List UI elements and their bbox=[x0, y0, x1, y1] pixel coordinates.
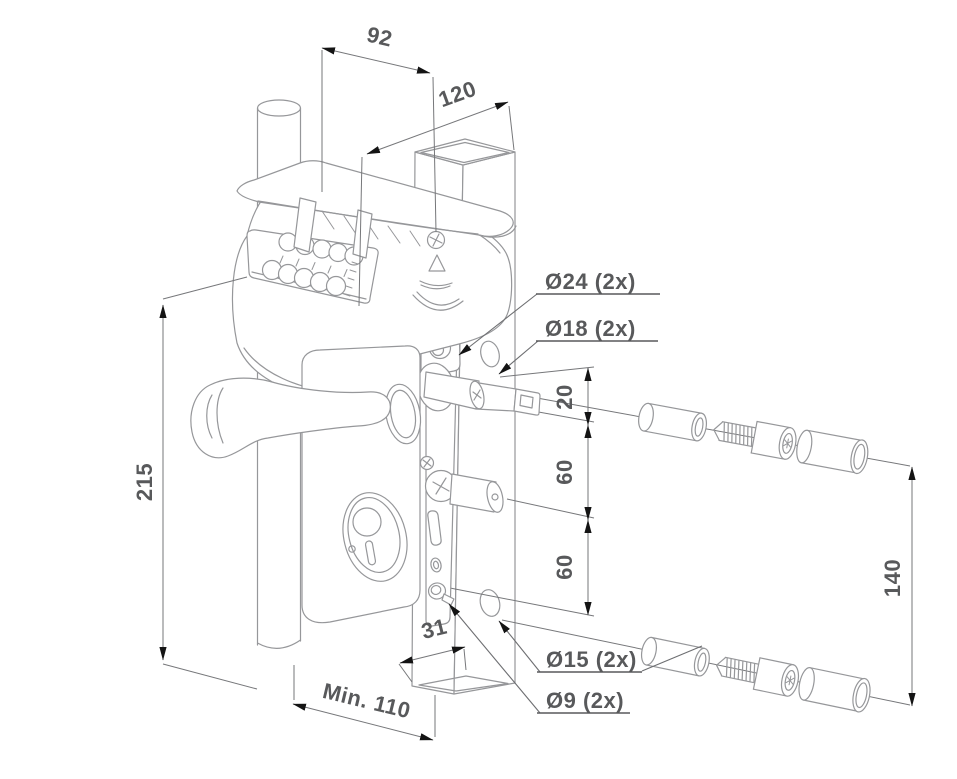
callout-d9: Ø9 (2x) bbox=[448, 603, 630, 714]
dim-31-label: 31 bbox=[419, 614, 450, 644]
callout-d15-label: Ø15 (2x) bbox=[546, 647, 637, 672]
triangle-marker bbox=[428, 254, 446, 272]
keypad-buttons bbox=[261, 232, 364, 297]
slot-arc bbox=[419, 280, 453, 290]
guard-arc bbox=[412, 291, 464, 311]
dimension-140: 140 bbox=[880, 466, 916, 707]
keypad-lid bbox=[236, 160, 517, 247]
dimension-215: 215 bbox=[132, 276, 258, 690]
dim-60b-label: 60 bbox=[552, 554, 577, 579]
plate-lower-details bbox=[427, 510, 455, 606]
dim-120-label: 120 bbox=[435, 76, 479, 113]
dimension-chain-20-60-60: 20 60 60 bbox=[552, 367, 592, 616]
keypad-panel bbox=[246, 229, 379, 304]
dimension-31: 31 bbox=[398, 614, 467, 683]
dim-20-label: 20 bbox=[552, 384, 577, 409]
post-hole-top bbox=[480, 340, 500, 368]
lever-handle bbox=[190, 377, 391, 459]
callout-d18-label: Ø18 (2x) bbox=[545, 316, 636, 341]
keyhole-slot bbox=[427, 510, 442, 546]
locking-pin-assembly bbox=[419, 455, 504, 513]
lock-body bbox=[301, 345, 422, 624]
keypad-digits bbox=[279, 255, 359, 297]
lid-hinge-right bbox=[352, 209, 373, 259]
dim-92-label: 92 bbox=[364, 22, 394, 52]
dim-60a-label: 60 bbox=[552, 459, 577, 484]
callout-d18: Ø18 (2x) bbox=[498, 316, 658, 375]
small-fixing-hole bbox=[430, 557, 442, 573]
keypad-lock-head bbox=[231, 160, 517, 397]
spindle-square-end bbox=[513, 388, 541, 416]
keyway bbox=[364, 540, 377, 566]
dim-215-label: 215 bbox=[132, 463, 157, 501]
callout-d24-label: Ø24 (2x) bbox=[545, 269, 636, 294]
spindle-shaft bbox=[417, 362, 541, 416]
callout-d15: Ø15 (2x) bbox=[498, 620, 703, 673]
euro-cylinder bbox=[342, 492, 408, 582]
dim-min110-label: Min. 110 bbox=[320, 678, 413, 723]
dim-140-label: 140 bbox=[880, 559, 905, 597]
post-hole-bottom bbox=[479, 589, 501, 617]
callout-d24: Ø24 (2x) bbox=[458, 269, 660, 356]
callout-d9-label: Ø9 (2x) bbox=[546, 688, 624, 713]
handle-collar-inner bbox=[389, 389, 417, 439]
lid-hinge-left bbox=[293, 197, 317, 253]
shell-face-details bbox=[412, 230, 464, 311]
